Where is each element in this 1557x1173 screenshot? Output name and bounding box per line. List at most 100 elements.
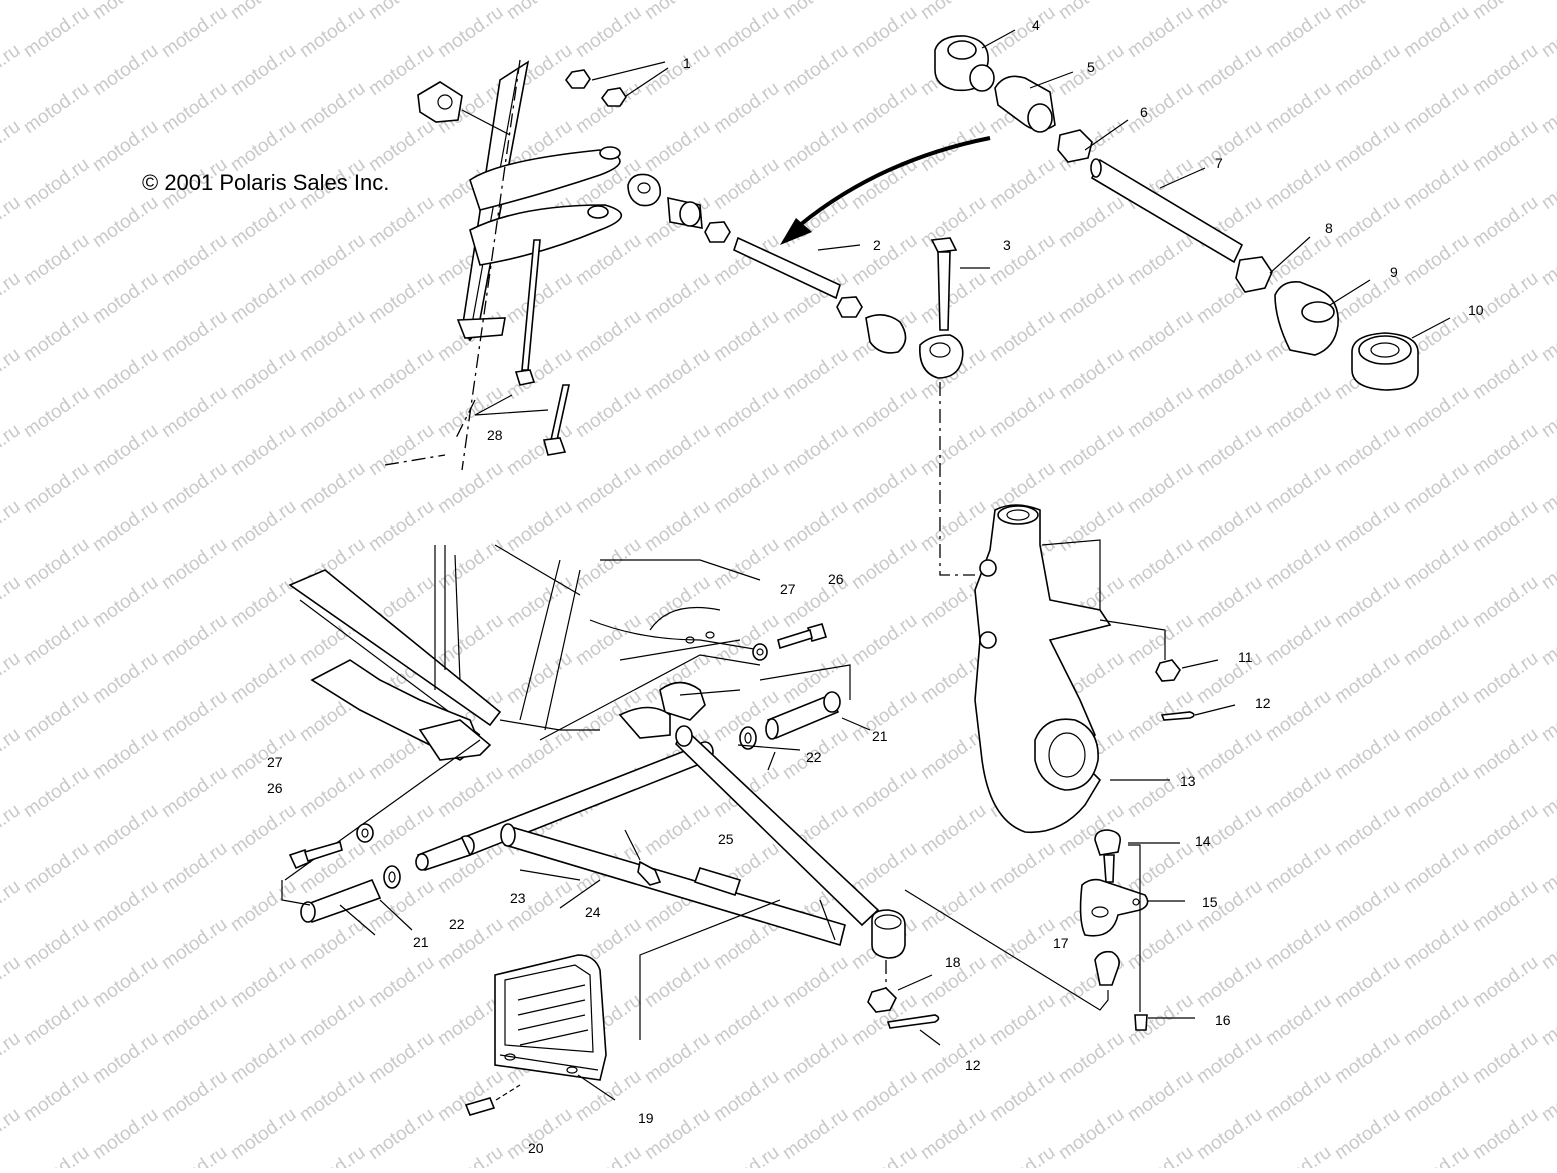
callout-2: 2: [873, 237, 881, 253]
watermark-text: motod.ru: [1538, 154, 1557, 214]
watermark-text: motod.ru: [1193, 40, 1266, 100]
watermark-text: motod.ru: [0, 0, 24, 24]
watermark-text: motod.ru: [986, 838, 1059, 898]
callout-6: 6: [1140, 104, 1148, 120]
watermark-text: motod.ru: [917, 0, 990, 24]
watermark-text: motod.ru: [227, 876, 300, 936]
watermark-text: motod.ru: [986, 1066, 1059, 1126]
watermark-text: motod.ru: [641, 496, 714, 556]
watermark-text: motod.ru: [434, 458, 507, 518]
watermark-text: motod.ru: [1262, 2, 1335, 62]
watermark-text: motod.ru: [1262, 78, 1335, 138]
watermark-text: motod.ru: [1400, 1066, 1473, 1126]
watermark-text: motod.ru: [848, 534, 921, 594]
watermark-text: motod.ru: [1193, 344, 1266, 404]
callout-22: 22: [806, 749, 822, 765]
watermark-text: motod.ru: [20, 1142, 93, 1168]
watermark-text: motod.ru: [572, 2, 645, 62]
watermark-text: motod.ru: [158, 1142, 231, 1168]
watermark-text: motod.ru: [572, 1142, 645, 1168]
watermark-text: motod.ru: [1331, 40, 1404, 100]
watermark-text: motod.ru: [1262, 1066, 1335, 1126]
watermark-text: motod.ru: [227, 952, 300, 1012]
watermark-text: motod.ru: [0, 1028, 24, 1088]
watermark-text: motod.ru: [0, 724, 24, 784]
watermark-text: motod.ru: [1124, 534, 1197, 594]
watermark-text: motod.ru: [1262, 914, 1335, 974]
watermark-text: motod.ru: [1193, 952, 1266, 1012]
watermark-text: motod.ru: [503, 496, 576, 556]
watermark-text: motod.ru: [158, 458, 231, 518]
watermark-text: motod.ru: [1124, 306, 1197, 366]
callout-27: 27: [780, 581, 796, 597]
watermark-text: motod.ru: [710, 2, 783, 62]
watermark-text: motod.ru: [1469, 648, 1542, 708]
watermark-text: motod.ru: [227, 116, 300, 176]
watermark-text: motod.ru: [1538, 382, 1557, 442]
watermark-text: motod.ru: [1262, 990, 1335, 1050]
watermark-text: motod.ru: [572, 458, 645, 518]
callout-19: 19: [638, 1110, 654, 1126]
watermark-text: motod.ru: [158, 838, 231, 898]
watermark-text: motod.ru: [779, 648, 852, 708]
watermark-text: motod.ru: [227, 724, 300, 784]
fasteners-right: [1155, 659, 1236, 721]
callout-12: 12: [1255, 695, 1271, 711]
watermark-text: motod.ru: [1400, 762, 1473, 822]
watermark-text: motod.ru: [1538, 838, 1557, 898]
callout-17: 17: [1053, 935, 1069, 951]
watermark-text: motod.ru: [848, 838, 921, 898]
watermark-text: motod.ru: [89, 268, 162, 328]
a-arm: [457, 725, 906, 959]
watermark-text: motod.ru: [1331, 572, 1404, 632]
watermark-text: motod.ru: [779, 952, 852, 1012]
watermark-text: motod.ru: [20, 1066, 93, 1126]
watermark-text: motod.ru: [917, 268, 990, 328]
watermark-text: motod.ru: [848, 230, 921, 290]
watermark-text: motod.ru: [227, 1104, 300, 1164]
watermark-text: motod.ru: [365, 876, 438, 936]
watermark-text: motod.ru: [779, 192, 852, 252]
watermark-text: motod.ru: [296, 78, 369, 138]
watermark-text: motod.ru: [572, 230, 645, 290]
watermark-text: motod.ru: [20, 154, 93, 214]
watermark-text: motod.ru: [1193, 800, 1266, 860]
watermark-text: motod.ru: [365, 1028, 438, 1088]
watermark-text: motod.ru: [1400, 610, 1473, 670]
watermark-text: motod.ru: [365, 116, 438, 176]
watermark-text: motod.ru: [365, 0, 438, 24]
watermark-text: motod.ru: [503, 268, 576, 328]
watermark-text: motod.ru: [1055, 420, 1128, 480]
watermark-text: motod.ru: [1469, 116, 1542, 176]
watermark-text: motod.ru: [89, 648, 162, 708]
watermark-text: motod.ru: [20, 2, 93, 62]
watermark-text: motod.ru: [986, 382, 1059, 442]
watermark-text: motod.ru: [158, 762, 231, 822]
watermark-text: motod.ru: [158, 990, 231, 1050]
watermark-text: motod.ru: [710, 1066, 783, 1126]
spindle: [974, 504, 1170, 834]
watermark-text: motod.ru: [20, 534, 93, 594]
watermark-text: motod.ru: [20, 990, 93, 1050]
watermark-text: motod.ru: [1262, 838, 1335, 898]
watermark-text: motod.ru: [1193, 1104, 1266, 1164]
watermark-text: motod.ru: [710, 78, 783, 138]
watermark-text: motod.ru: [503, 724, 576, 784]
callout-13: 13: [1180, 773, 1196, 789]
watermark-text: motod.ru: [1469, 1104, 1542, 1164]
watermark-text: motod.ru: [1400, 230, 1473, 290]
watermark-text: motod.ru: [641, 952, 714, 1012]
watermark-text: motod.ru: [1538, 78, 1557, 138]
watermark-text: motod.ru: [89, 724, 162, 784]
watermark-text: motod.ru: [1538, 686, 1557, 746]
watermark-text: motod.ru: [1538, 610, 1557, 670]
watermark-text: motod.ru: [0, 116, 24, 176]
watermark-text: motod.ru: [986, 1142, 1059, 1168]
watermark-text: motod.ru: [20, 382, 93, 442]
watermark-text: motod.ru: [365, 192, 438, 252]
watermark-text: motod.ru: [1055, 496, 1128, 556]
watermark-text: motod.ru: [917, 496, 990, 556]
watermark-text: motod.ru: [89, 192, 162, 252]
watermark-text: motod.ru: [1538, 990, 1557, 1050]
bolt-3: [919, 237, 990, 576]
